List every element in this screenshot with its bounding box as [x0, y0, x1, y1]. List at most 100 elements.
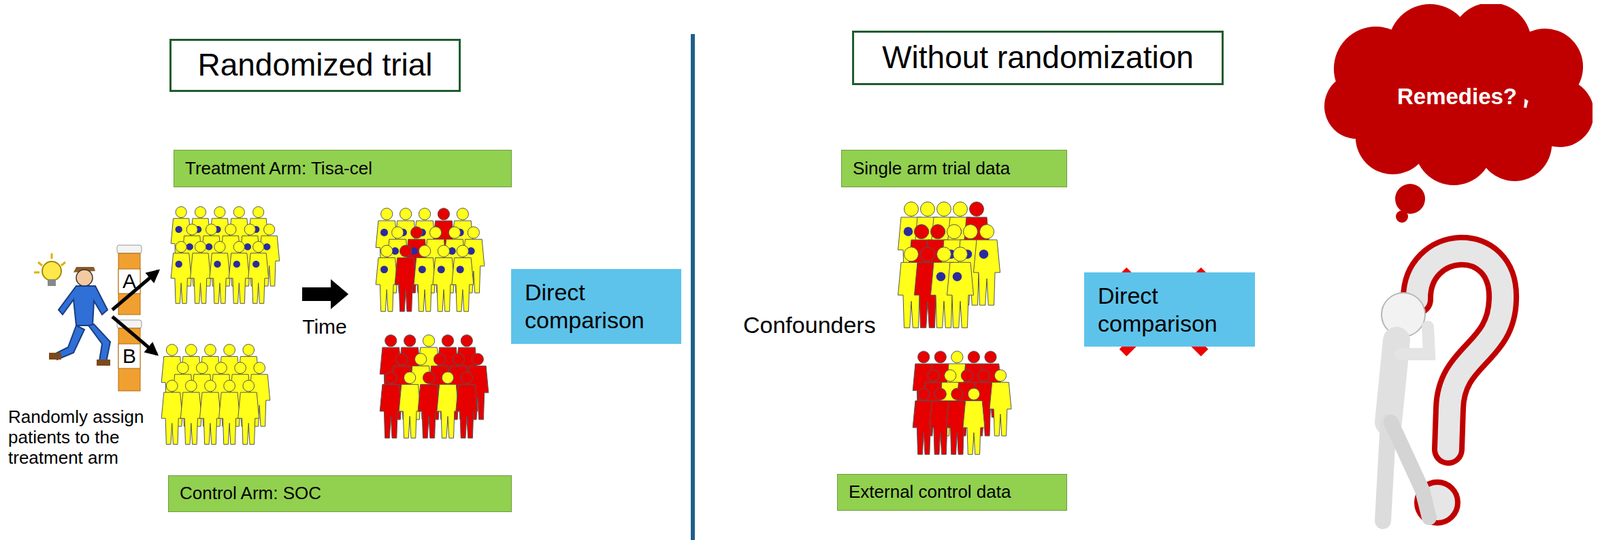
person-figure [238, 379, 260, 444]
illustration-circle [194, 240, 206, 252]
box-text: Randomized trial [197, 46, 433, 84]
illustration-circle [176, 362, 189, 374]
illustration-line [51, 253, 54, 259]
illustration-circle [404, 371, 416, 384]
illustration-path [436, 384, 459, 439]
illustration-circle [175, 260, 183, 268]
illustration-path [199, 392, 221, 444]
illustration-circle [960, 369, 973, 382]
illustration-circle [418, 245, 431, 257]
illustration-circle [175, 240, 187, 252]
thought-cloud: Remedies? [1321, 4, 1593, 190]
person-figure [209, 240, 231, 303]
person-figure [413, 245, 436, 312]
illustration-circle [242, 379, 255, 392]
box-text: Treatment Arm: Tisa-cel [185, 157, 373, 179]
illustration-circle [914, 224, 929, 239]
illustration-circle [381, 245, 393, 257]
illustration-circle [225, 223, 237, 235]
illustration-path [1382, 421, 1389, 521]
person-figure [379, 371, 402, 438]
illustration-circle [471, 353, 484, 365]
person-figure [432, 245, 455, 312]
illustration-circle [951, 351, 963, 363]
illustration-circle [967, 351, 980, 363]
illustration-circle [418, 265, 427, 273]
illustration-circle [400, 245, 412, 257]
illustration-circle [918, 387, 930, 400]
illustration-circle [196, 362, 208, 374]
person-figure [180, 379, 202, 444]
person-figure [375, 245, 398, 312]
illustration-circle [76, 269, 93, 286]
illustration-path [947, 262, 974, 328]
box-text: Control Arm: SOC [179, 482, 322, 504]
illustration-circle [166, 344, 178, 356]
illustration-circle [42, 261, 62, 281]
illustration-circle [441, 334, 454, 347]
illustration-circle [422, 334, 435, 347]
illustration-path [989, 381, 1012, 436]
illustration-circle [953, 202, 968, 217]
illustration-path [455, 384, 478, 439]
illustration-circle [920, 202, 936, 217]
illustration-circle [233, 206, 245, 218]
illustration-circle [385, 334, 397, 347]
light-bulb [34, 253, 66, 286]
illustration-rect [118, 343, 141, 369]
illustration-circle [903, 226, 914, 237]
person-figure [947, 247, 974, 329]
person-figure [228, 240, 250, 303]
illustration-circle [400, 208, 412, 220]
person-figure [455, 371, 478, 438]
illustration-circle [415, 353, 427, 365]
illustration-circle [433, 353, 446, 365]
cloud-lobe [1389, 27, 1526, 165]
illustration-circle [452, 353, 465, 365]
illustration-path [88, 323, 111, 363]
illustration-circle [448, 226, 461, 239]
illustration-circle [244, 242, 252, 250]
illustration-circle [214, 240, 226, 252]
illustration-circle [953, 247, 968, 262]
illustration-circle [994, 369, 1006, 382]
illustration-path [973, 239, 1001, 305]
illustration-circle [437, 208, 450, 220]
note-text: Randomly assign patients to the treatmen… [8, 406, 167, 469]
time-label: Time [302, 315, 348, 339]
box-text: Remedies? [1397, 83, 1517, 111]
illustration-circle [460, 371, 473, 384]
illustration-circle [392, 226, 404, 239]
illustration-circle [977, 369, 990, 382]
illustration-circle [418, 208, 431, 220]
illustration-circle [904, 247, 919, 262]
illustration-circle [927, 369, 940, 382]
box-text: Without randomization [882, 38, 1194, 77]
illustration-circle [223, 344, 236, 356]
illustration-circle [467, 226, 480, 239]
illustration-circle [437, 245, 450, 257]
illustration-circle [214, 206, 226, 218]
thought-bubble [1395, 210, 1409, 223]
illustration-circle [456, 208, 469, 220]
illustration-circle [234, 362, 247, 374]
illustration-circle [920, 247, 936, 262]
data-source-box: External control data [837, 473, 1068, 511]
illustration-circle [263, 242, 271, 250]
illustration-circle [166, 379, 178, 392]
illustration-circle [381, 208, 393, 220]
person-figure [170, 240, 192, 303]
person-figure [973, 224, 1001, 306]
person-figure [190, 240, 211, 303]
divider-line [690, 34, 695, 540]
illustration-circle [460, 334, 473, 347]
illustration-circle [215, 362, 228, 374]
illustration-path [375, 257, 398, 312]
illustration-circle [967, 387, 980, 400]
illustration-circle [252, 260, 260, 268]
illustration-circle [223, 379, 236, 392]
illustration-circle [456, 265, 465, 273]
scientist-figure [49, 266, 111, 366]
